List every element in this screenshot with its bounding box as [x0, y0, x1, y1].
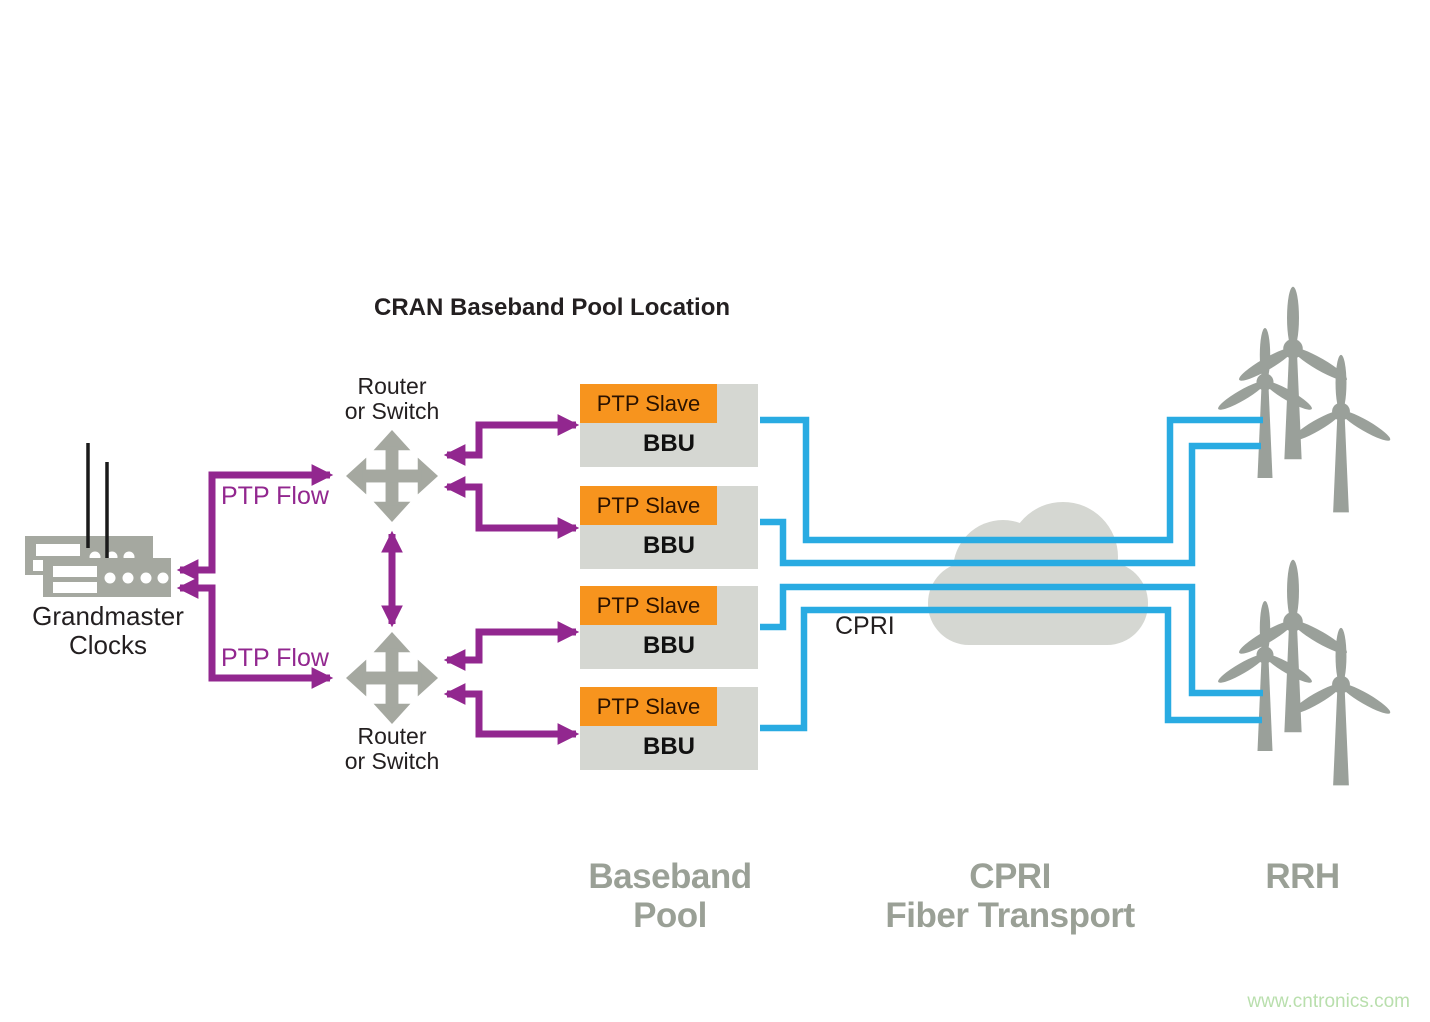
- router-bottom-label: Router or Switch: [307, 724, 477, 774]
- router-bottom-icon: [346, 632, 438, 724]
- ptp-flow-bottom-label: PTP Flow: [221, 644, 329, 672]
- bbu-box-3: PTP Slave BBU: [580, 586, 758, 669]
- cpri-link-bbu3: [760, 583, 1263, 697]
- ptp-slave-badge: PTP Slave: [580, 486, 717, 525]
- bbu-label: BBU: [643, 733, 695, 760]
- bbu-box-2: PTP Slave BBU: [580, 486, 758, 569]
- ptp-flow-lines: [176, 414, 580, 745]
- grandmaster-clocks-icon: [25, 443, 171, 597]
- watermark-text: www.cntronics.com: [1247, 991, 1410, 1012]
- cpri-link-bbu4: [760, 606, 1262, 732]
- router-top-icon: [346, 430, 438, 522]
- router-bottom-label-line2: or Switch: [344, 748, 440, 774]
- diagram-title: CRAN Baseband Pool Location: [374, 294, 731, 321]
- ptp-slave-badge: PTP Slave: [580, 384, 717, 423]
- bbu-label: BBU: [643, 532, 695, 559]
- ptp-link-router1-bbu2: [443, 476, 580, 539]
- ptp-slave-badge: PTP Slave: [580, 586, 717, 625]
- grandmaster-clocks-label: Grandmaster Clocks: [8, 602, 208, 660]
- cpri-transport-line1: CPRI: [969, 857, 1051, 896]
- baseband-pool-line2: Pool: [633, 896, 707, 935]
- ptp-flow-top-label: PTP Flow: [221, 482, 329, 510]
- ptp-link-router1-bbu1: [443, 414, 580, 466]
- bbu-box-1: PTP Slave BBU: [580, 384, 758, 467]
- ptp-slave-badge: PTP Slave: [580, 687, 717, 726]
- cpri-link-label: CPRI: [835, 612, 895, 640]
- section-label-rrh: RRH: [1265, 857, 1340, 896]
- ptp-link-router2-bbu3: [443, 621, 580, 671]
- section-label-baseband-pool: Baseband Pool: [545, 857, 795, 935]
- router-bottom-label-line1: Router: [357, 723, 427, 749]
- ptp-link-gm-router2: [176, 577, 334, 689]
- rrh-bottom-icon: [1215, 559, 1393, 786]
- cpri-link-bbu2: [760, 442, 1261, 567]
- router-top-label-line2: or Switch: [344, 398, 440, 424]
- bbu-label: BBU: [643, 632, 695, 659]
- bbu-label: BBU: [643, 430, 695, 457]
- router-top-label: Router or Switch: [307, 374, 477, 424]
- rrh-top-icon: [1215, 286, 1393, 513]
- cpri-transport-line2: Fiber Transport: [885, 896, 1135, 935]
- bbu-box-4: PTP Slave BBU: [580, 687, 758, 770]
- cpri-cloud-icon: [928, 502, 1148, 645]
- grandmaster-label-line2: Clocks: [68, 630, 147, 660]
- ptp-link-gm-router1: [176, 464, 334, 581]
- cpri-fiber-lines: [760, 416, 1263, 732]
- router-top-label-line1: Router: [357, 373, 427, 399]
- cpri-link-bbu1: [760, 416, 1263, 544]
- grandmaster-label-line1: Grandmaster: [32, 601, 184, 631]
- baseband-pool-line1: Baseband: [588, 857, 752, 896]
- ptp-link-router2-bbu4: [443, 683, 580, 745]
- section-label-cpri-transport: CPRI Fiber Transport: [830, 857, 1190, 935]
